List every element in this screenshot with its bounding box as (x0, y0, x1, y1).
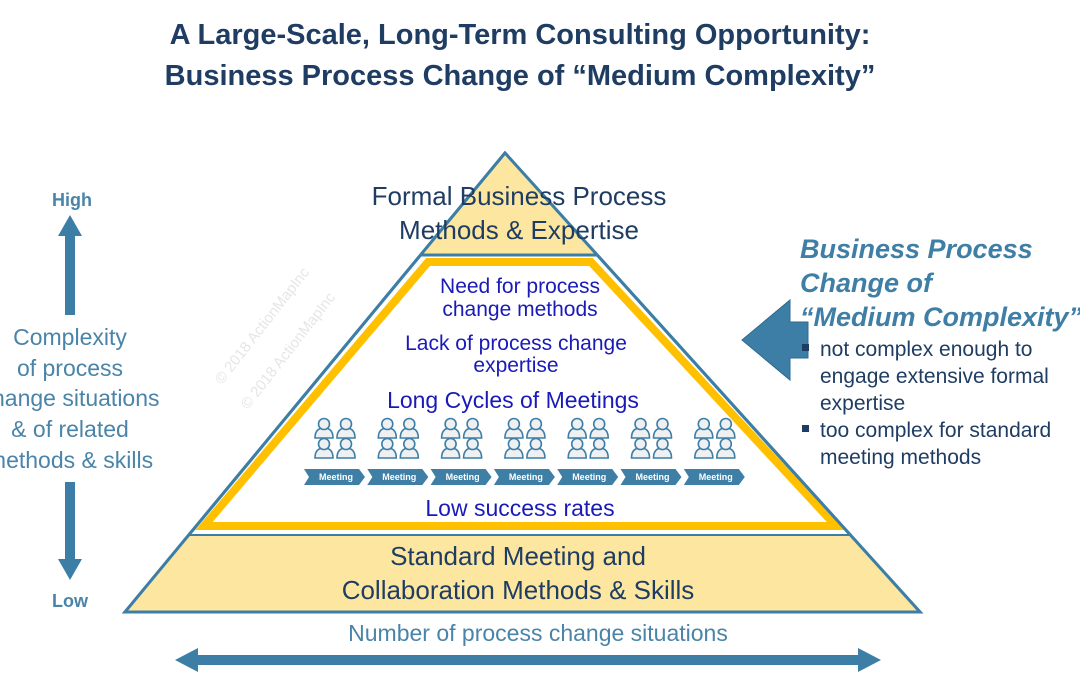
meeting-label: Meeting (699, 472, 733, 482)
pyramid-top-section (421, 155, 597, 255)
need-methods-line-2: change methods (442, 298, 597, 321)
people-group-icon (314, 417, 356, 459)
title-line-2: Business Process Change of “Medium Compl… (165, 60, 876, 92)
title-line-1: A Large-Scale, Long-Term Consulting Oppo… (170, 19, 871, 51)
bottom-label-line-1: Standard Meeting and (390, 541, 646, 571)
chevron-step-icon (620, 469, 682, 485)
people-group-icon (567, 417, 610, 459)
meeting-label: Meeting (319, 472, 353, 482)
people-group-icon (693, 417, 736, 459)
meeting-step: Meeting (557, 417, 619, 485)
people-group-icon (630, 417, 673, 459)
pyramid-bottom-section (127, 535, 919, 611)
left-pointer-arrow-icon (741, 298, 809, 382)
long-cycles-label: Long Cycles of Meetings (387, 387, 639, 413)
top-label-line-1: Formal Business Process (372, 181, 667, 211)
callout-heading-line: “Medium Complexity” (800, 302, 1080, 332)
callout-heading-line: Change of (800, 268, 935, 298)
bullet-text: too complex for standard (820, 419, 1051, 442)
meeting-step: Meeting (683, 417, 745, 485)
meeting-label: Meeting (382, 472, 416, 482)
chevron-step-icon (493, 469, 555, 485)
bullet-text: meeting methods (820, 446, 981, 469)
bullet-text: not complex enough to (820, 338, 1032, 361)
up-arrow-icon (58, 215, 82, 315)
meeting-step: Meeting (304, 417, 365, 485)
y-axis-label-line: Complexity (13, 324, 127, 350)
chevron-step-icon (367, 469, 429, 485)
y-axis-label-line: change situations (0, 385, 160, 411)
people-group-icon (377, 417, 420, 459)
pyramid-edge (121, 150, 924, 614)
need-methods-line-1: Need for process (440, 275, 600, 298)
x-axis-label: Number of process change situations (348, 620, 728, 646)
meeting-label: Meeting (509, 472, 543, 482)
meeting-label: Meeting (446, 472, 480, 482)
bullet-icon (802, 344, 809, 351)
callout-heading-line: Business Process (800, 234, 1033, 264)
y-axis-label: Complexity of process change situations … (0, 324, 160, 473)
y-axis-label-line: of process (17, 355, 123, 381)
callout-heading: Business Process Change of “Medium Compl… (800, 234, 1080, 332)
meeting-step: Meeting (493, 417, 555, 485)
double-arrow-icon (175, 648, 881, 672)
meeting-label: Meeting (572, 472, 606, 482)
people-group-icon (504, 417, 546, 459)
low-success-label: Low success rates (425, 495, 614, 521)
people-group-icon (440, 417, 483, 459)
meeting-sequence: Meeting Meeting Meeting Meeting Meeting Meeti… (304, 417, 745, 485)
meeting-step: Meeting (430, 417, 492, 485)
callout-bullet-list: not complex enough to engage extensive f… (802, 338, 1051, 469)
meeting-step: Meeting (367, 417, 429, 485)
top-label-line-2: Methods & Expertise (399, 215, 639, 245)
bullet-icon (802, 425, 809, 432)
chevron-step-icon (683, 469, 745, 485)
chevron-step-icon (557, 469, 619, 485)
lack-expertise-line-1: Lack of process change (405, 332, 627, 355)
lack-expertise-line-2: expertise (473, 354, 558, 377)
chevron-step-icon (430, 469, 492, 485)
y-axis-label-line: methods & skills (0, 447, 153, 473)
y-axis-label-line: & of related (11, 416, 129, 442)
chevron-step-icon (304, 469, 365, 485)
bullet-text: expertise (820, 392, 905, 415)
pyramid (121, 150, 924, 614)
y-axis-high-label: High (52, 190, 92, 210)
meeting-label: Meeting (635, 472, 669, 482)
bottom-label-line-2: Collaboration Methods & Skills (342, 575, 695, 605)
y-axis-low-label: Low (52, 591, 89, 611)
down-arrow-icon (58, 482, 82, 580)
pyramid-middle-section (195, 258, 846, 530)
meeting-step: Meeting (620, 417, 682, 485)
bullet-text: engage extensive formal (820, 365, 1049, 388)
